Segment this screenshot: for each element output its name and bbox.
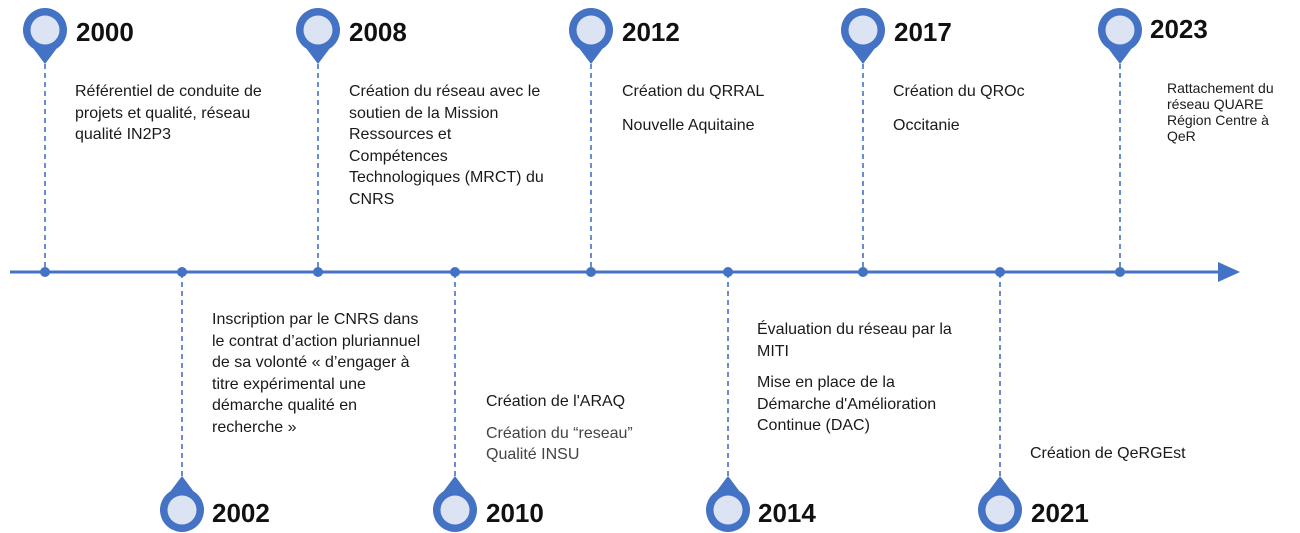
axis-dot-2008 <box>313 267 323 277</box>
event-description-2017: Création du QROc Occitanie <box>893 81 1093 136</box>
year-label-2023: 2023 <box>1150 14 1208 44</box>
pin-inner-circle-2010 <box>440 495 470 525</box>
event-description-2023: Rattachement du réseau QUARE Région Cent… <box>1167 80 1297 144</box>
pin-inner-circle-2012 <box>576 15 606 45</box>
event-description-2010: Création de l'ARAQ Création du “reseau” … <box>486 391 686 466</box>
pin-inner-circle-2008 <box>303 15 333 45</box>
axis-dot-2000 <box>40 267 50 277</box>
event-text-2008: Création du réseau avec le soutien de la… <box>349 83 544 208</box>
event-text-2014-b: Mise en place de la Démarche d'Améliorat… <box>757 374 937 434</box>
axis-dot-2023 <box>1115 267 1125 277</box>
pin-inner-circle-2002 <box>167 495 197 525</box>
axis-dot-2010 <box>450 267 460 277</box>
event-description-2021: Création de QeRGEst <box>1030 443 1250 465</box>
event-description-2002: Inscription par le CNRS dans le contrat … <box>212 309 427 438</box>
event-text-2000: Référentiel de conduite de projets et qu… <box>75 83 262 143</box>
pin-inner-circle-2017 <box>848 15 878 45</box>
event-description-2000: Référentiel de conduite de projets et qu… <box>75 81 300 146</box>
event-text-2017-a: Création du QROc <box>893 83 1025 100</box>
year-label-2014: 2014 <box>758 498 816 528</box>
event-text-2010-b: Création du “reseau” Qualité INSU <box>486 424 633 464</box>
axis-dot-2014 <box>723 267 733 277</box>
year-label-2008: 2008 <box>349 17 407 47</box>
axis-dot-2017 <box>858 267 868 277</box>
event-text-2012-a: Création du QRRAL <box>622 83 765 100</box>
event-text-2017-b: Occitanie <box>893 116 960 134</box>
event-description-2014: Évaluation du réseau par la MITI Mise en… <box>757 319 957 437</box>
year-label-2000: 2000 <box>76 17 134 47</box>
event-text-2012-b: Nouvelle Aquitaine <box>622 116 755 134</box>
event-text-2021: Création de QeRGEst <box>1030 445 1186 462</box>
pin-inner-circle-2000 <box>30 15 60 45</box>
year-label-2002: 2002 <box>212 498 270 528</box>
axis-dot-2002 <box>177 267 187 277</box>
year-label-2021: 2021 <box>1031 498 1089 528</box>
year-label-2010: 2010 <box>486 498 544 528</box>
event-description-2012: Création du QRRAL Nouvelle Aquitaine <box>622 81 822 136</box>
event-text-2010-a: Création de l'ARAQ <box>486 393 626 410</box>
year-label-2017: 2017 <box>894 17 952 47</box>
timeline-arrowhead <box>1218 262 1240 282</box>
pin-inner-circle-2023 <box>1105 15 1135 45</box>
event-text-2023: Rattachement du réseau QUARE Région Cent… <box>1167 80 1274 144</box>
event-text-2014-a: Évaluation du réseau par la MITI <box>757 321 952 360</box>
pin-inner-circle-2014 <box>713 495 743 525</box>
axis-dot-2021 <box>995 267 1005 277</box>
year-label-2012: 2012 <box>622 17 680 47</box>
event-text-2002: Inscription par le CNRS dans le contrat … <box>212 311 421 436</box>
event-description-2008: Création du réseau avec le soutien de la… <box>349 81 549 210</box>
axis-dot-2012 <box>586 267 596 277</box>
pin-inner-circle-2021 <box>985 495 1015 525</box>
